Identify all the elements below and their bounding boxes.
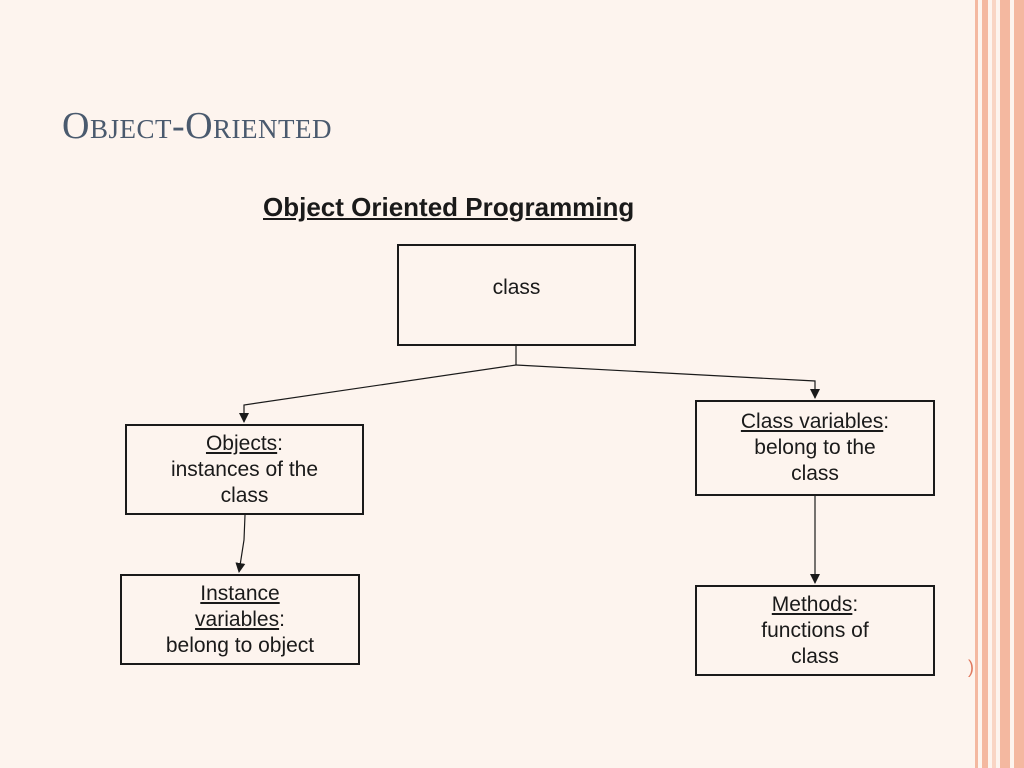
objects-node-colon: : [277, 431, 284, 455]
instance-variables-node: Instance variables: belong to object [120, 574, 360, 665]
class-node-label: class [492, 276, 541, 299]
decorative-right-border [972, 0, 1024, 768]
methods-term: Methods [771, 592, 853, 616]
class-variables-heading: Class variables: [741, 409, 889, 435]
class-variables-colon: : [883, 410, 890, 433]
methods-line-2: functions of [761, 618, 869, 642]
instance-variables-line-3: belong to object [165, 633, 315, 657]
objects-node-heading: Objects: [206, 431, 283, 457]
class-variables-node: Class variables: belong to the class [695, 400, 935, 496]
class-variables-line-2: belong to the [754, 436, 876, 459]
objects-node: Objects: instances of the class [125, 424, 364, 515]
methods-colon: : [852, 592, 859, 616]
instance-variables-colon: : [279, 607, 285, 631]
class-variables-line-3: class [791, 462, 839, 485]
methods-line-3: class [791, 644, 839, 668]
connector-class-to-objects [239, 364, 517, 423]
objects-node-line-2: instances of the [170, 457, 319, 481]
objects-node-term: Objects [205, 431, 278, 455]
objects-node-line-3: class [220, 483, 269, 507]
connector-objects-to-instance-variables [235, 514, 246, 573]
instance-variables-term-line-2: variables [195, 607, 280, 631]
methods-heading: Methods: [772, 592, 858, 618]
diagram-title: Object Oriented Programming [263, 192, 635, 222]
class-node: class [397, 244, 636, 346]
instance-variables-term-line-1: Instance [200, 581, 280, 605]
connector-class-to-class-variables [515, 364, 820, 399]
class-variables-term: Class variables [740, 410, 884, 433]
slide-title: Object-Oriented [62, 105, 333, 147]
instance-variables-heading: variables: [195, 607, 285, 633]
methods-node: Methods: functions of class [695, 585, 935, 676]
slide-marker: ) [968, 657, 974, 677]
